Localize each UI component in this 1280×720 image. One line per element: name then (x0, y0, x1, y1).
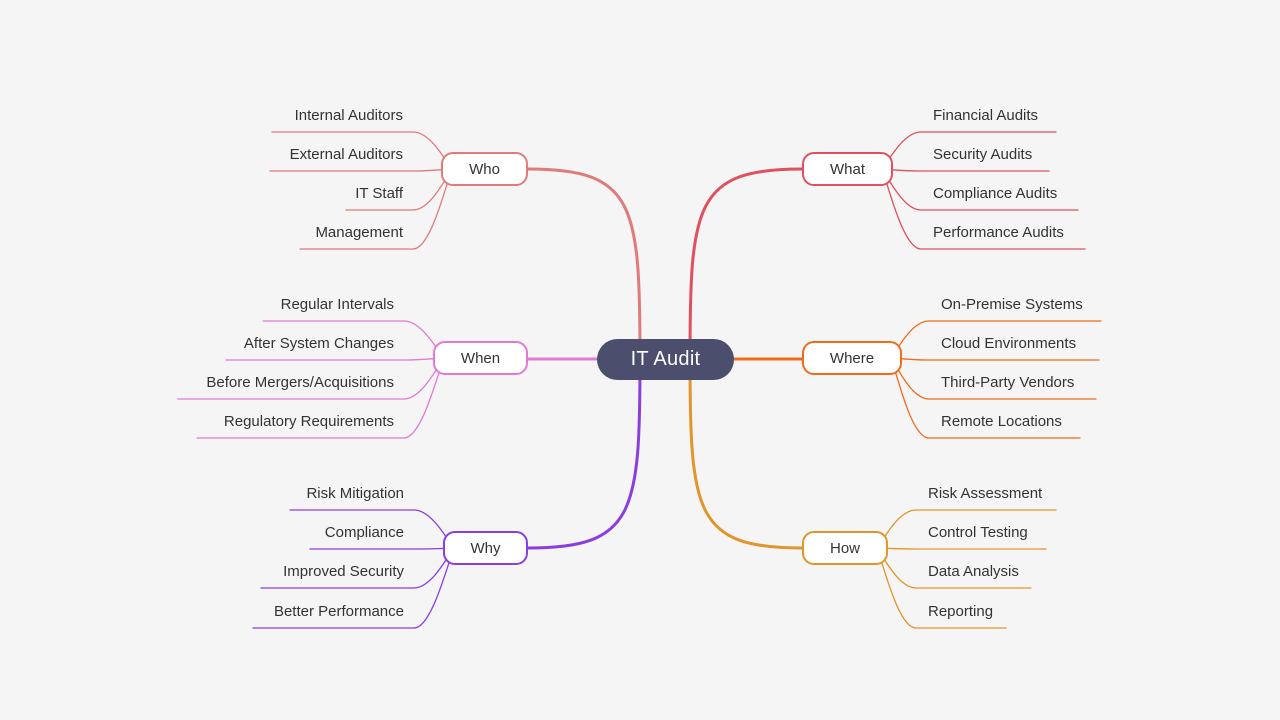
branch-why[interactable]: Why (443, 531, 528, 565)
leaf-connector-what-2 (880, 168, 1050, 172)
branch-what[interactable]: What (802, 152, 893, 186)
branch-when[interactable]: When (433, 341, 528, 375)
leaf-who-4[interactable]: Management (315, 224, 403, 241)
leaf-where-3[interactable]: Third-Party Vendors (941, 374, 1075, 391)
central-topic-it-audit[interactable]: IT Audit (597, 339, 734, 380)
leaf-who-3[interactable]: IT Staff (355, 185, 403, 202)
leaf-how-1[interactable]: Risk Assessment (928, 485, 1043, 502)
leaf-what-3[interactable]: Compliance Audits (933, 185, 1058, 202)
leaf-what-4[interactable]: Performance Audits (933, 224, 1064, 241)
leaf-connector-where-2 (889, 357, 1100, 361)
leaf-how-4[interactable]: Reporting (928, 603, 994, 620)
leaf-who-1[interactable]: Internal Auditors (294, 107, 403, 124)
leaf-where-4[interactable]: Remote Locations (941, 413, 1062, 430)
leaf-connector-when-2 (225, 357, 446, 361)
leaf-why-1[interactable]: Risk Mitigation (306, 485, 404, 502)
leaf-how-3[interactable]: Data Analysis (928, 563, 1019, 580)
leaf-connector-why-2 (309, 547, 456, 550)
branch-who[interactable]: Who (441, 152, 528, 186)
connector-why (526, 357, 642, 550)
leaf-why-2[interactable]: Compliance (324, 524, 404, 541)
connector-who (526, 167, 642, 361)
leaf-connector-how-2 (875, 547, 1047, 550)
leaf-where-1[interactable]: On-Premise Systems (941, 296, 1083, 313)
leaf-when-2[interactable]: After System Changes (243, 335, 394, 352)
leaf-what-1[interactable]: Financial Audits (933, 107, 1039, 124)
leaf-when-3[interactable]: Before Mergers/Acquisitions (206, 374, 394, 391)
connector-how (688, 357, 804, 550)
leaf-why-3[interactable]: Improved Security (283, 563, 404, 580)
leaf-connector-who-2 (269, 168, 454, 172)
leaf-why-4[interactable]: Better Performance (273, 603, 404, 620)
leaf-what-2[interactable]: Security Audits (933, 146, 1033, 163)
leaf-where-2[interactable]: Cloud Environments (941, 335, 1077, 352)
leaf-when-1[interactable]: Regular Intervals (280, 296, 394, 313)
branch-where[interactable]: Where (802, 341, 902, 375)
connector-what (688, 167, 804, 361)
leaf-who-2[interactable]: External Auditors (289, 146, 403, 163)
leaf-when-4[interactable]: Regulatory Requirements (223, 413, 394, 430)
leaf-how-2[interactable]: Control Testing (928, 524, 1028, 541)
branch-how[interactable]: How (802, 531, 888, 565)
